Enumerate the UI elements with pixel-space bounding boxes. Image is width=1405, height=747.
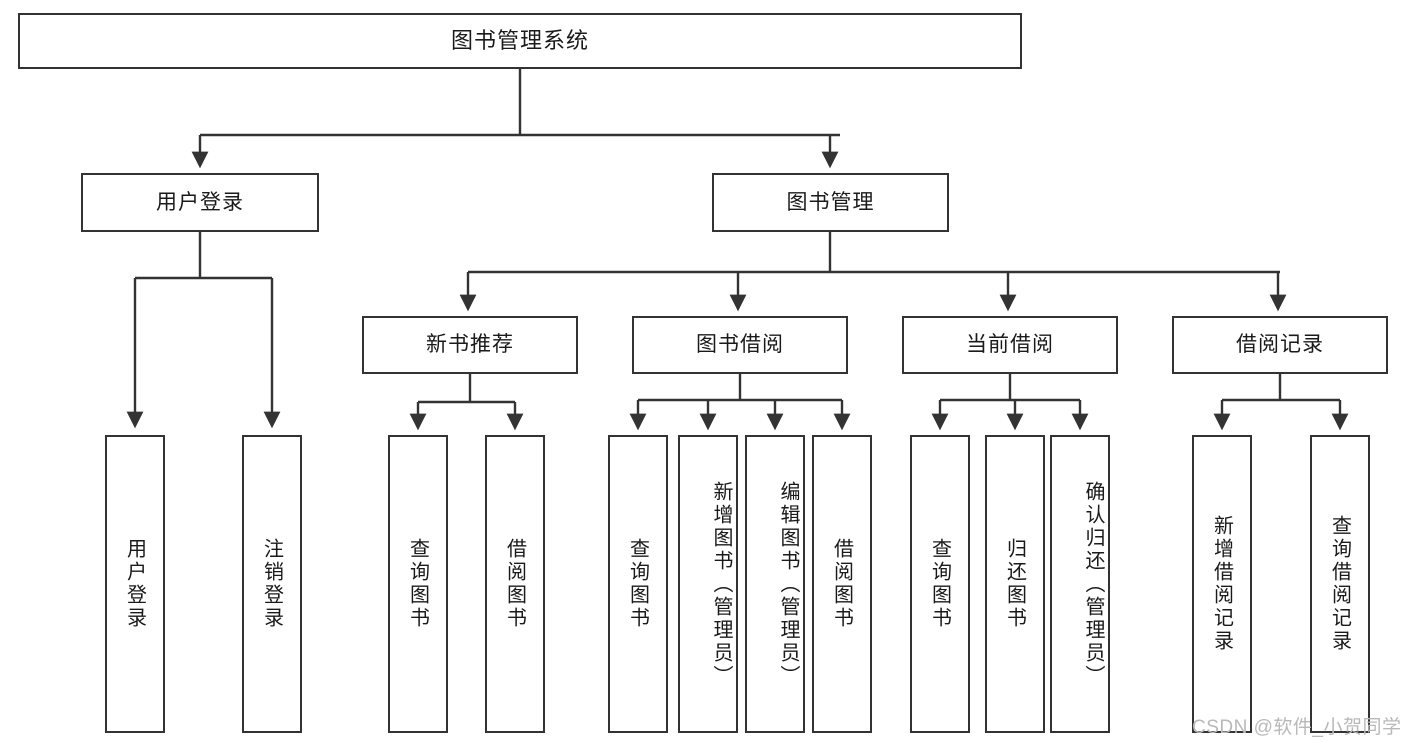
leaf-query-book-3[interactable]: 查询图书 [910, 435, 970, 733]
leaf-query-borrow-record-label: 查询借阅记录 [1328, 515, 1351, 653]
node-borrow-record-label: 借阅记录 [1236, 333, 1324, 357]
node-book-borrow[interactable]: 图书借阅 [632, 316, 848, 374]
leaf-return-book-label: 归还图书 [1003, 538, 1026, 630]
node-root-label: 图书管理系统 [450, 27, 589, 53]
leaf-edit-book-admin-label: 编辑图书（管理员） [777, 480, 799, 688]
leaf-logout-login[interactable]: 注销登录 [242, 435, 302, 733]
leaf-borrow-book-2-label: 借阅图书 [830, 538, 853, 630]
leaf-edit-book-admin[interactable]: 编辑图书（管理员） [745, 435, 805, 733]
leaf-add-borrow-record[interactable]: 新增借阅记录 [1192, 435, 1252, 733]
leaf-user-login-label: 用户登录 [123, 538, 146, 630]
leaf-query-book-1[interactable]: 查询图书 [388, 435, 448, 733]
leaf-add-book-admin[interactable]: 新增图书（管理员） [678, 435, 738, 733]
node-borrow-record[interactable]: 借阅记录 [1172, 316, 1388, 374]
leaf-borrow-book-1[interactable]: 借阅图书 [485, 435, 545, 733]
node-user-login-label: 用户登录 [156, 190, 244, 214]
node-book-borrow-label: 图书借阅 [696, 333, 784, 357]
leaf-confirm-return-admin[interactable]: 确认归还（管理员） [1050, 435, 1110, 733]
leaf-confirm-return-admin-label: 确认归还（管理员） [1082, 480, 1104, 688]
leaf-return-book[interactable]: 归还图书 [985, 435, 1045, 733]
leaf-add-borrow-record-label: 新增借阅记录 [1210, 515, 1233, 653]
node-new-book-recommend[interactable]: 新书推荐 [362, 316, 578, 374]
leaf-add-book-admin-label: 新增图书（管理员） [710, 480, 732, 688]
watermark-text: CSDN @软件_小贺同学 [1192, 717, 1402, 738]
node-book-manage-label: 图书管理 [786, 190, 875, 214]
node-new-book-recommend-label: 新书推荐 [426, 333, 514, 357]
node-current-borrow-label: 当前借阅 [966, 333, 1054, 357]
node-root[interactable]: 图书管理系统 [18, 13, 1022, 69]
node-user-login[interactable]: 用户登录 [81, 173, 319, 232]
node-book-manage[interactable]: 图书管理 [712, 173, 949, 232]
leaf-query-book-2[interactable]: 查询图书 [608, 435, 668, 733]
leaf-borrow-book-1-label: 借阅图书 [503, 538, 526, 630]
leaf-query-borrow-record[interactable]: 查询借阅记录 [1310, 435, 1370, 733]
leaf-query-book-1-label: 查询图书 [406, 538, 429, 630]
leaf-query-book-2-label: 查询图书 [626, 538, 649, 630]
leaf-query-book-3-label: 查询图书 [928, 538, 951, 630]
leaf-borrow-book-2[interactable]: 借阅图书 [812, 435, 872, 733]
leaf-user-login[interactable]: 用户登录 [105, 435, 165, 733]
leaf-logout-login-label: 注销登录 [260, 538, 283, 630]
node-current-borrow[interactable]: 当前借阅 [902, 316, 1118, 374]
